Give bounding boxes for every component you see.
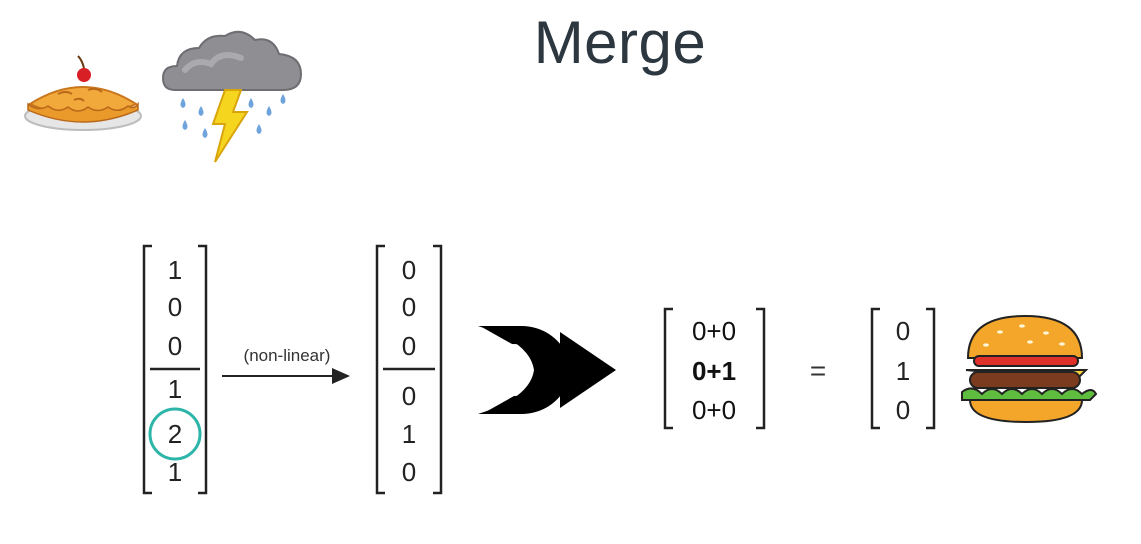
equals-sign: =: [810, 355, 826, 386]
output-bottom-2: 1: [402, 419, 416, 449]
input-bottom-3: 1: [168, 457, 182, 487]
thunderstorm-icon: [161, 30, 303, 163]
highlight-circle: [148, 407, 202, 461]
output-bottom-3: 0: [402, 457, 416, 487]
sum-vector-brackets: [663, 307, 766, 430]
result-row-2: 1: [896, 356, 910, 386]
input-top-3: 0: [168, 331, 182, 361]
pie-icon: [24, 55, 142, 131]
transform-label: (non-linear): [244, 346, 331, 365]
slide-title: Merge: [533, 9, 707, 76]
output-bottom-1: 0: [402, 381, 416, 411]
output-vector-brackets: [375, 244, 443, 495]
sum-row-3: 0+0: [692, 395, 736, 425]
result-vector-brackets: [870, 307, 936, 430]
merge-arrow-icon: [478, 326, 616, 414]
input-bottom-1: 1: [168, 374, 182, 404]
input-bottom-2: 2: [168, 419, 182, 449]
output-top-2: 0: [402, 292, 416, 322]
result-row-1: 0: [896, 316, 910, 346]
sum-row-2: 0+1: [692, 356, 736, 386]
input-top-1: 1: [168, 255, 182, 285]
input-top-2: 0: [168, 292, 182, 322]
output-top-1: 0: [402, 255, 416, 285]
result-row-3: 0: [896, 395, 910, 425]
input-vector-brackets: [142, 244, 208, 495]
output-top-3: 0: [402, 331, 416, 361]
hamburger-icon: [961, 314, 1098, 424]
sum-row-1: 0+0: [692, 316, 736, 346]
